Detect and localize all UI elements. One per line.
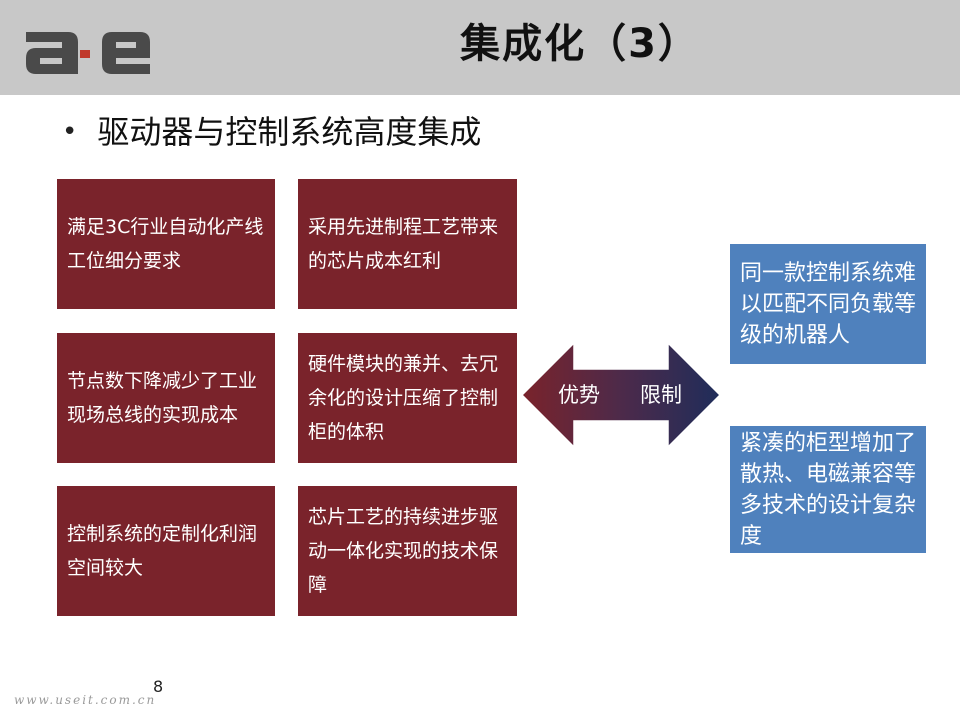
bullet-heading: • 驱动器与控制系统高度集成: [62, 110, 481, 154]
page-number: 8: [153, 677, 164, 696]
watermark: www.useit.com.cn: [14, 693, 157, 707]
bullet-text: 驱动器与控制系统高度集成: [97, 113, 482, 151]
advantage-box-4: 硬件模块的兼并、去冗余化的设计压缩了控制柜的体积: [298, 333, 517, 463]
advantage-box-1: 满足3C行业自动化产线工位细分要求: [57, 179, 275, 309]
bullet-dot-icon: •: [62, 117, 78, 147]
ae-logo: [22, 18, 154, 78]
advantage-box-3: 节点数下降减少了工业现场总线的实现成本: [57, 333, 275, 463]
limitation-box-2: 紧凑的柜型增加了散热、电磁兼容等多技术的设计复杂度: [730, 426, 926, 553]
limitation-label: 限制: [640, 383, 682, 407]
limitation-box-1: 同一款控制系统难以匹配不同负载等级的机器人: [730, 244, 926, 364]
advantage-text: 采用先进制程工艺带来的芯片成本红利: [308, 216, 499, 272]
advantage-box-6: 芯片工艺的持续进步驱动一体化实现的技术保障: [298, 486, 517, 616]
limitation-text: 同一款控制系统难以匹配不同负载等级的机器人: [740, 260, 917, 348]
double-arrow: 优势 限制: [520, 341, 722, 449]
advantage-text: 硬件模块的兼并、去冗余化的设计压缩了控制柜的体积: [308, 353, 499, 443]
advantage-text: 芯片工艺的持续进步驱动一体化实现的技术保障: [308, 506, 499, 596]
advantage-text: 满足3C行业自动化产线工位细分要求: [67, 216, 264, 272]
limitation-text: 紧凑的柜型增加了散热、电磁兼容等多技术的设计复杂度: [740, 430, 917, 549]
advantage-label: 优势: [558, 383, 600, 407]
header-bar: 集成化（3）: [0, 0, 960, 95]
advantage-box-5: 控制系统的定制化利润空间较大: [57, 486, 275, 616]
advantage-box-2: 采用先进制程工艺带来的芯片成本红利: [298, 179, 517, 309]
page-title: 集成化（3）: [460, 21, 700, 67]
advantage-text: 控制系统的定制化利润空间较大: [67, 523, 258, 579]
advantage-text: 节点数下降减少了工业现场总线的实现成本: [67, 370, 258, 426]
double-arrow-icon: [520, 341, 722, 449]
